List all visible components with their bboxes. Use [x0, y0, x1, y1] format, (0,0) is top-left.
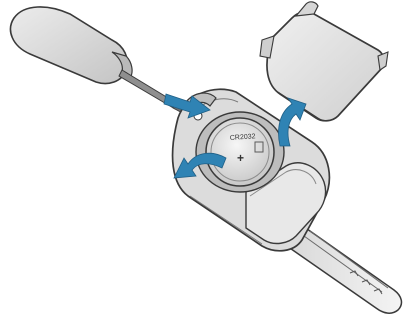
battery-compartment: CR2032 + — [196, 112, 284, 192]
battery-cover-body — [267, 12, 384, 121]
screwdriver — [11, 7, 190, 115]
battery-polarity-label: + — [237, 151, 244, 165]
battery-cover-tab — [296, 2, 318, 16]
screwdriver-handle — [11, 7, 128, 84]
battery-cover — [260, 2, 388, 121]
